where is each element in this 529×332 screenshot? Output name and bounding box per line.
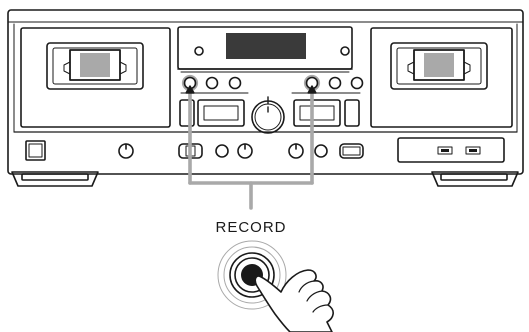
left-cassette-deck [20,27,171,128]
deck-feet [11,171,519,187]
right-transport-buttons [303,74,364,92]
center-bottom-controls [178,143,364,159]
right-cassette-deck [370,27,513,128]
deck-chassis [7,9,524,175]
record-callout-lines [188,88,314,210]
master-knob [251,96,285,134]
callout-ends [185,85,317,94]
left-bottom-knob [118,143,134,159]
right-bottom-panel [397,137,505,163]
right-mode-switches [291,92,361,127]
left-transport-buttons [181,74,242,92]
center-control-panel [177,26,353,73]
power-button [25,140,46,161]
hand-pressing-icon [254,269,334,332]
level-display [226,33,306,59]
record-label: RECORD [215,219,287,236]
